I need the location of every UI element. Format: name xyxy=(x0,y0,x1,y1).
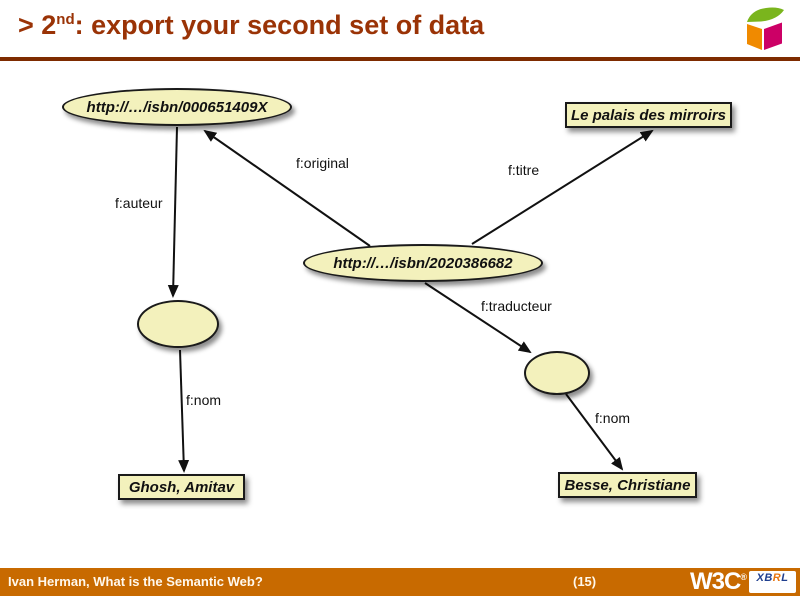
w3c-logo: W3C® xyxy=(690,568,747,596)
xbrl-letters-xb: XB xyxy=(756,572,773,584)
cube-logo-right-face xyxy=(764,22,782,50)
xbrl-letter-l: L xyxy=(781,572,789,584)
footer-bar: Ivan Herman, What is the Semantic Web? (… xyxy=(0,568,800,596)
edge-label-f-auteur: f:auteur xyxy=(115,195,163,211)
node-literal-le-palais-des-mirroirs: Le palais des mirroirs xyxy=(565,102,732,128)
footer-page-number: (15) xyxy=(573,574,597,589)
edge-label-f-traducteur: f:traducteur xyxy=(481,298,552,314)
title-suffix: : export your second set of data xyxy=(74,10,485,40)
edge-f-nom-right xyxy=(565,393,624,471)
xbrl-logo-text: XBRL xyxy=(749,572,796,584)
cube-logo-leaf xyxy=(747,7,784,22)
cube-logo-left-face xyxy=(747,24,762,50)
edge-f-auteur xyxy=(167,126,179,298)
node-resource-isbn-000651409X: http://…/isbn/000651409X xyxy=(62,88,292,126)
cube-logo-icon xyxy=(747,7,784,50)
page-title: > 2nd: export your second set of data xyxy=(18,10,484,41)
edge-f-titre xyxy=(471,129,654,245)
edge-label-f-original: f:original xyxy=(296,155,349,171)
title-superscript: nd xyxy=(56,11,75,28)
edge-f-traducteur xyxy=(424,282,532,354)
xbrl-letter-r: R xyxy=(772,572,782,584)
node-blank-translator xyxy=(524,351,590,395)
edge-f-nom-left xyxy=(178,349,190,473)
w3c-logo-text: W3C xyxy=(690,568,741,595)
edge-label-f-nom-right: f:nom xyxy=(595,410,631,426)
footer-credit: Ivan Herman, What is the Semantic Web? xyxy=(8,574,263,589)
node-literal-ghosh-amitav: Ghosh, Amitav xyxy=(118,474,245,500)
xbrl-logo: XBRL xyxy=(749,571,796,593)
edge-label-f-nom-left: f:nom xyxy=(186,392,222,408)
w3c-logo-mark: ® xyxy=(740,572,747,582)
title-prefix: > 2 xyxy=(18,10,57,40)
edge-label-f-titre: f:titre xyxy=(508,162,540,178)
node-blank-author xyxy=(137,300,219,348)
node-literal-besse-christiane: Besse, Christiane xyxy=(558,472,697,498)
edge-f-original xyxy=(203,129,371,247)
node-resource-isbn-2020386682: http://…/isbn/2020386682 xyxy=(303,244,543,282)
header-rule xyxy=(0,57,800,61)
